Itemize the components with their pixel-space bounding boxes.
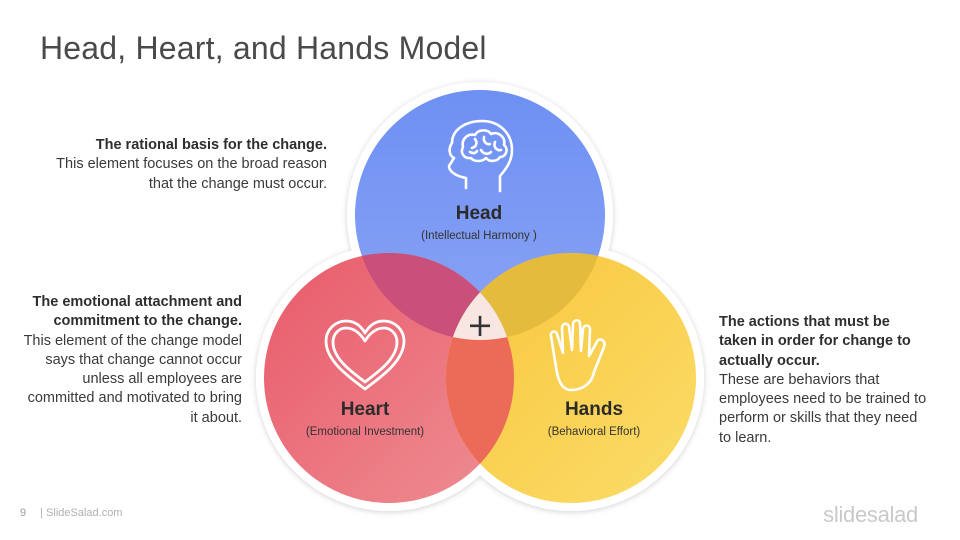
heart-icon xyxy=(324,319,406,391)
head-description: The rational basis for the change. This … xyxy=(40,136,327,194)
footer-site[interactable]: | SlideSalad.com xyxy=(40,507,123,519)
heart-description: The emotional attachment and commitment … xyxy=(20,293,242,428)
heart-label: Heart (Emotional Investment) xyxy=(265,399,465,438)
page-number: 9 xyxy=(20,507,27,519)
center-plus: + xyxy=(467,306,494,344)
slide-title: Head, Heart, and Hands Model xyxy=(40,30,487,66)
heart-subtitle: (Emotional Investment) xyxy=(305,426,425,438)
slide-footer: 9 | SlideSalad.com xyxy=(20,507,128,519)
hand-icon xyxy=(549,318,606,392)
head-name: Head xyxy=(455,203,503,224)
heart-description-body: This element of the change model says th… xyxy=(23,332,242,426)
hands-subtitle: (Behavioral Effort) xyxy=(547,426,641,438)
head-hands-overlap xyxy=(446,253,605,340)
hands-label: Hands (Behavioral Effort) xyxy=(494,399,694,438)
slidesalad-logo: slidesalad xyxy=(823,502,918,527)
brain-head-icon xyxy=(447,119,514,193)
head-description-heading: The rational basis for the change. xyxy=(95,137,327,153)
head-description-body: This element focuses on the broad reason… xyxy=(56,156,327,192)
hands-description-body: These are behaviors that employees need … xyxy=(719,371,927,446)
heart-name: Heart xyxy=(340,399,390,420)
head-subtitle: (Intellectual Harmony ) xyxy=(421,230,537,242)
hands-description: The actions that must be taken in order … xyxy=(719,313,929,448)
head-heart-overlap xyxy=(355,253,514,340)
hands-description-heading: The actions that must be taken in order … xyxy=(719,314,911,369)
heart-description-heading: The emotional attachment and commitment … xyxy=(32,294,242,330)
head-label: Head (Intellectual Harmony ) xyxy=(379,203,579,242)
hands-name: Hands xyxy=(564,399,624,420)
